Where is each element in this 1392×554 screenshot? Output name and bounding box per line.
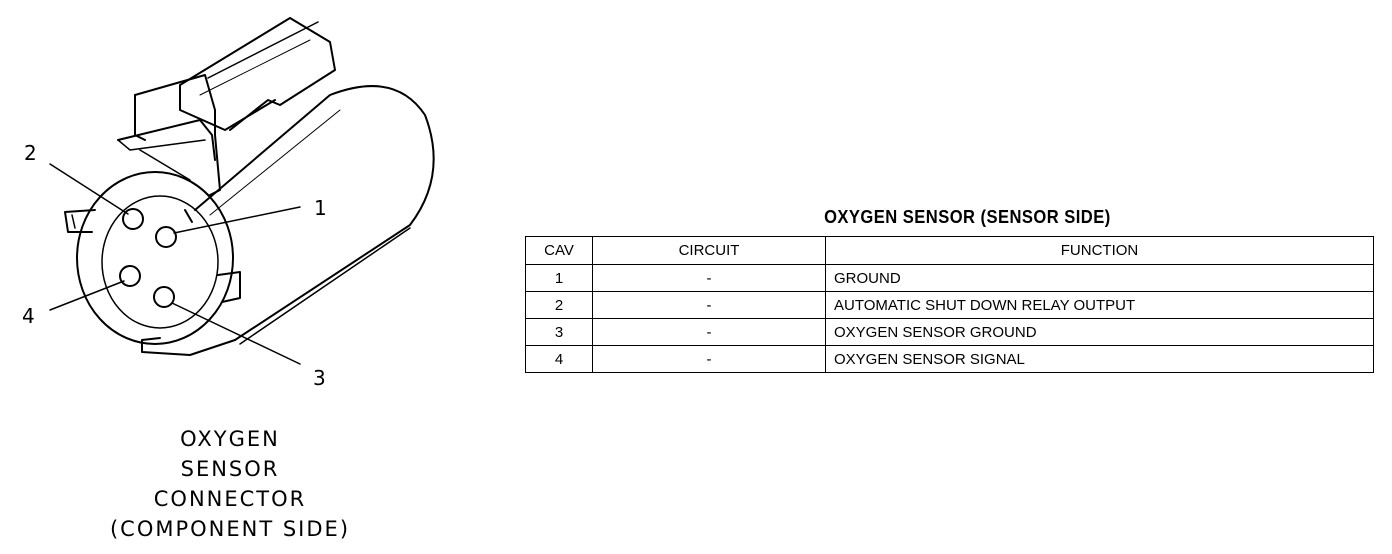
cell-circuit: - xyxy=(592,264,826,292)
leader-line-2 xyxy=(49,163,129,215)
oxygen-sensor-connector-drawing: 2 1 4 3 xyxy=(22,17,435,390)
table-header-row: CAV CIRCUIT FUNCTION xyxy=(525,236,1374,265)
pin-label-4: 4 xyxy=(22,304,35,328)
cell-function: OXYGEN SENSOR SIGNAL xyxy=(825,345,1374,373)
header-circuit: CIRCUIT xyxy=(592,236,826,265)
connector-latch xyxy=(179,17,336,131)
header-function: FUNCTION xyxy=(825,236,1374,265)
pin-hole-3 xyxy=(153,286,175,308)
caption-line: OXYGEN xyxy=(180,427,280,451)
leader-line-1 xyxy=(173,206,301,234)
table-row: 2 - AUTOMATIC SHUT DOWN RELAY OUTPUT xyxy=(525,291,1374,319)
cell-cav: 1 xyxy=(525,264,593,292)
pinout-table-block: OXYGEN SENSOR (SENSOR SIDE) CAV CIRCUIT … xyxy=(525,206,1374,373)
pin-label-2: 2 xyxy=(24,141,37,165)
pin-label-3: 3 xyxy=(313,366,326,390)
table-row: 4 - OXYGEN SENSOR SIGNAL xyxy=(525,345,1374,373)
caption-line: CONNECTOR xyxy=(153,487,307,511)
cell-function: AUTOMATIC SHUT DOWN RELAY OUTPUT xyxy=(825,291,1374,319)
connector-body xyxy=(194,85,435,341)
table-row: 1 - GROUND xyxy=(525,264,1374,292)
cell-circuit: - xyxy=(592,318,826,346)
pin-hole-2 xyxy=(122,208,144,230)
cell-circuit: - xyxy=(592,345,826,373)
cell-circuit: - xyxy=(592,291,826,319)
table-title: OXYGEN SENSOR (SENSOR SIDE) xyxy=(824,207,1111,227)
cell-cav: 3 xyxy=(525,318,593,346)
cell-function: OXYGEN SENSOR GROUND xyxy=(825,318,1374,346)
pin-hole-4 xyxy=(119,265,141,287)
pin-label-1: 1 xyxy=(314,196,327,220)
cell-cav: 2 xyxy=(525,291,593,319)
cell-function: GROUND xyxy=(825,264,1374,292)
header-cav: CAV xyxy=(525,236,593,265)
leader-line-3 xyxy=(171,302,301,365)
cell-cav: 4 xyxy=(525,345,593,373)
connector-face xyxy=(76,171,234,345)
connector-caption: OXYGEN SENSOR CONNECTOR (COMPONENT SIDE) xyxy=(60,424,400,544)
pinout-table: CAV CIRCUIT FUNCTION 1 - GROUND 2 - AUTO… xyxy=(525,236,1374,373)
pin-hole-1 xyxy=(155,226,177,248)
leader-line-4 xyxy=(49,280,125,311)
caption-line: (COMPONENT SIDE) xyxy=(109,517,351,541)
caption-line: SENSOR xyxy=(180,457,280,481)
table-row: 3 - OXYGEN SENSOR GROUND xyxy=(525,318,1374,346)
